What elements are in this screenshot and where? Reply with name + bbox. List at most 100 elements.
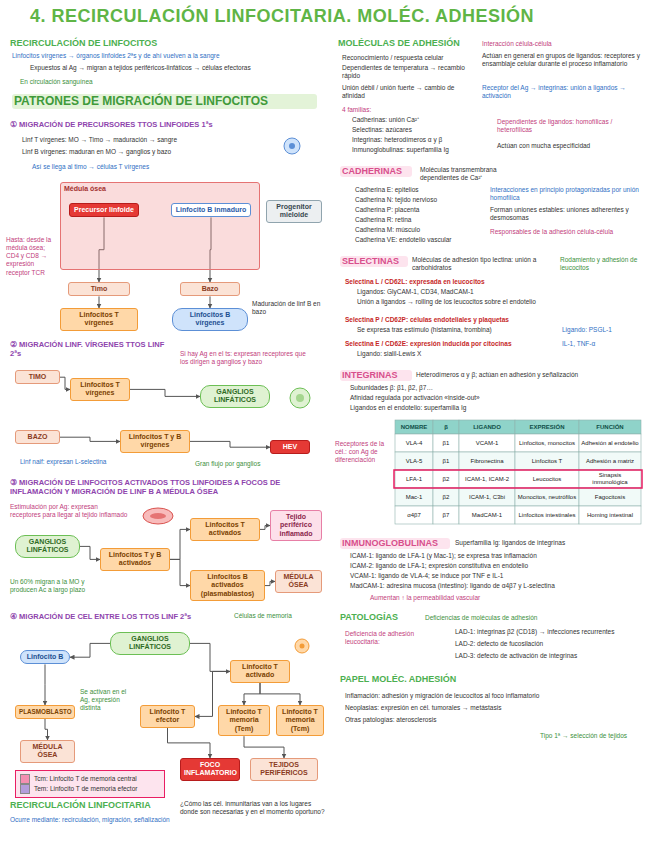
cell-box: Precursor linfoide	[69, 203, 139, 217]
table-header-cell: FUNCIÓN	[579, 420, 641, 434]
flow-arrow	[190, 643, 230, 671]
note-text: Ligando: sialil-Lewis X	[357, 350, 552, 358]
subsection-heading: ④ MIGRACIÓN DE CEL ENTRE LOS TTOS LINF 2…	[10, 612, 230, 621]
node-text: Progenitor mieloide	[270, 203, 318, 220]
note-text: Cadherina R: retina	[355, 216, 480, 224]
table-grid-cell	[515, 434, 579, 452]
lymph-node-core	[296, 394, 304, 402]
table-header-cell: EXPRESIÓN	[515, 420, 579, 434]
flow-arrow	[60, 377, 70, 389]
note-text: Así se llega al timo → células T vírgene…	[32, 163, 262, 171]
table-cell: β2	[433, 470, 459, 488]
note-text: Si hay Ag en el ts: expresan receptores …	[180, 350, 315, 366]
flow-arrow	[190, 441, 270, 447]
node-text: Linfocitos B activados (plasmablastos)	[194, 573, 261, 598]
note-text: Ocurre mediante: recirculación, migració…	[10, 816, 175, 824]
table-cell: β2	[433, 488, 459, 506]
cell-box: GANGLIOS LINFÁTICOS	[15, 535, 80, 558]
flow-arrow	[260, 526, 270, 530]
node-text: Linfocitos T vírgenes	[74, 381, 126, 398]
cell-box: GANGLIOS LINFÁTICOS	[200, 385, 270, 408]
table-cell: ICAM-1, ICAM-2	[459, 470, 515, 488]
subsection-heading: ③ MIGRACIÓN DE LINFOCITOS ACTIVADOS TTOS…	[10, 478, 320, 497]
cell-box: TEJIDOS PERIFÉRICOS	[250, 758, 318, 781]
note-text: Dependientes de temperatura → recambio r…	[342, 64, 477, 80]
node-text: TEJIDOS PERIFÉRICOS	[254, 761, 314, 778]
cell-box: Linfocito T memoria (Tcm)	[276, 705, 324, 736]
section-heading: RECIRCULACIÓN DE LINFOCITOS	[10, 38, 310, 49]
note-text: Células de memoria	[234, 612, 319, 620]
cell-box: Linfocito T activado	[230, 660, 290, 683]
note-text: Ligandos: GlyCAM-1, CD34, MadCAM-1	[357, 288, 552, 296]
note-text: Linf naif: expresan L-selectina	[20, 458, 170, 466]
family-heading: INTEGRINAS	[340, 370, 412, 381]
legend-row: Tem: Linfocito T de memoria efector	[20, 784, 160, 794]
table-grid-cell	[433, 434, 459, 452]
table-grid-cell	[433, 470, 459, 488]
note-text: Linf B vírgenes: maduran en MO → ganglio…	[22, 148, 262, 156]
flow-arrow	[70, 643, 110, 657]
node-text: MÉDULA ÓSEA	[279, 573, 318, 590]
table-grid-cell	[579, 452, 641, 470]
cell-nucleus	[300, 644, 305, 649]
table-cell: Fibronectina	[459, 452, 515, 470]
flow-arrow	[244, 736, 284, 758]
note-text: ¿Cómo las cél. inmunitarias van a los lu…	[180, 800, 325, 816]
table-grid-cell	[459, 420, 515, 434]
note-text: Se activan en el Ag, expresión distinta	[80, 688, 135, 712]
table-grid-cell	[433, 420, 459, 434]
cell-drawing	[295, 639, 309, 653]
cell-box: MÉDULA ÓSEA	[20, 740, 75, 763]
note-text: Cadherina N: tejido nervioso	[355, 196, 480, 204]
note-text: Estimulación por Ag: expresan receptores…	[10, 503, 130, 519]
subsection-heading: ② MIGRACIÓN LINF. VÍRGENES TTOS LINF 2ªs	[10, 340, 175, 359]
cell-box: Linfocito B inmaduro	[171, 203, 251, 217]
node-text: Linfocito T efector	[144, 708, 191, 725]
table-grid-cell	[395, 506, 433, 524]
table-cell: Homing intestinal	[579, 506, 641, 524]
note-text: Cadherina VE: endotelio vascular	[355, 236, 480, 244]
flow-arrow	[45, 719, 48, 740]
flow-arrow	[45, 664, 46, 705]
note-text: Aumentan ↑ la permeabilidad vascular	[370, 594, 620, 602]
flow-arrow	[170, 529, 190, 559]
legend-swatch	[20, 784, 30, 794]
cell-box: TIMO	[15, 370, 60, 384]
table-grid-cell	[515, 506, 579, 524]
flow-arrow	[210, 296, 211, 308]
note-text: Integrinas: heterodímeros α y β	[352, 136, 492, 144]
table-header-cell: β	[433, 420, 459, 434]
family-heading: CADHERINAS	[340, 166, 412, 177]
note-text: Unión a ligandos → rolling de los leucoc…	[357, 298, 552, 306]
lymph-node-drawing	[290, 388, 310, 408]
node-text: HEV	[274, 443, 306, 451]
note-text: Selectina P / CD62P: células endoteliale…	[345, 316, 550, 324]
node-text: TIMO	[19, 373, 56, 381]
subsection-heading: ① MIGRACIÓN DE PRECURSORES TTOS LINFOIDE…	[10, 120, 310, 129]
cell-box: Linfocitos T y B activados	[100, 548, 170, 571]
cell-box: FOCO INFLAMATORIO	[180, 758, 240, 781]
legend-row: Tcm: Linfocito T de memoria central	[20, 774, 160, 784]
cell-box: Linfocito T memoria (Tem)	[218, 705, 270, 736]
table-header-cell: LIGANDO	[459, 420, 515, 434]
note-text: Actúan con mucha especificidad	[497, 142, 647, 150]
note-text: ICAM-1: ligando de LFA-1 (y Mac-1); se e…	[350, 552, 645, 560]
flow-arrow	[260, 683, 300, 705]
note-text: Cadherina P: placenta	[355, 206, 480, 214]
table-grid-cell	[433, 488, 459, 506]
table-cell: VLA-4	[395, 434, 433, 452]
vessel-drawing	[143, 508, 173, 524]
note-text: IL-1, TNF-α	[562, 340, 642, 348]
table-cell: Mac-1	[395, 488, 433, 506]
note-text: Receptor del Ag → integrinas: unión a li…	[482, 84, 647, 100]
table-cell: Leucocitos	[515, 470, 579, 488]
table-cell: Adhesión a matriz	[579, 452, 641, 470]
table-cell: VCAM-1	[459, 434, 515, 452]
note-text: Inflamación: adhesión y migración de leu…	[345, 692, 645, 700]
note-text: Afinidad regulada por activación «inside…	[350, 394, 640, 402]
note-text: Inmunoglobulinas: superfamilia Ig	[352, 146, 492, 154]
flow-arrow	[244, 683, 260, 705]
note-text: Interacción célula-célula	[482, 40, 602, 48]
section-heading: MOLÉCULAS DE ADHESIÓN	[338, 38, 478, 49]
